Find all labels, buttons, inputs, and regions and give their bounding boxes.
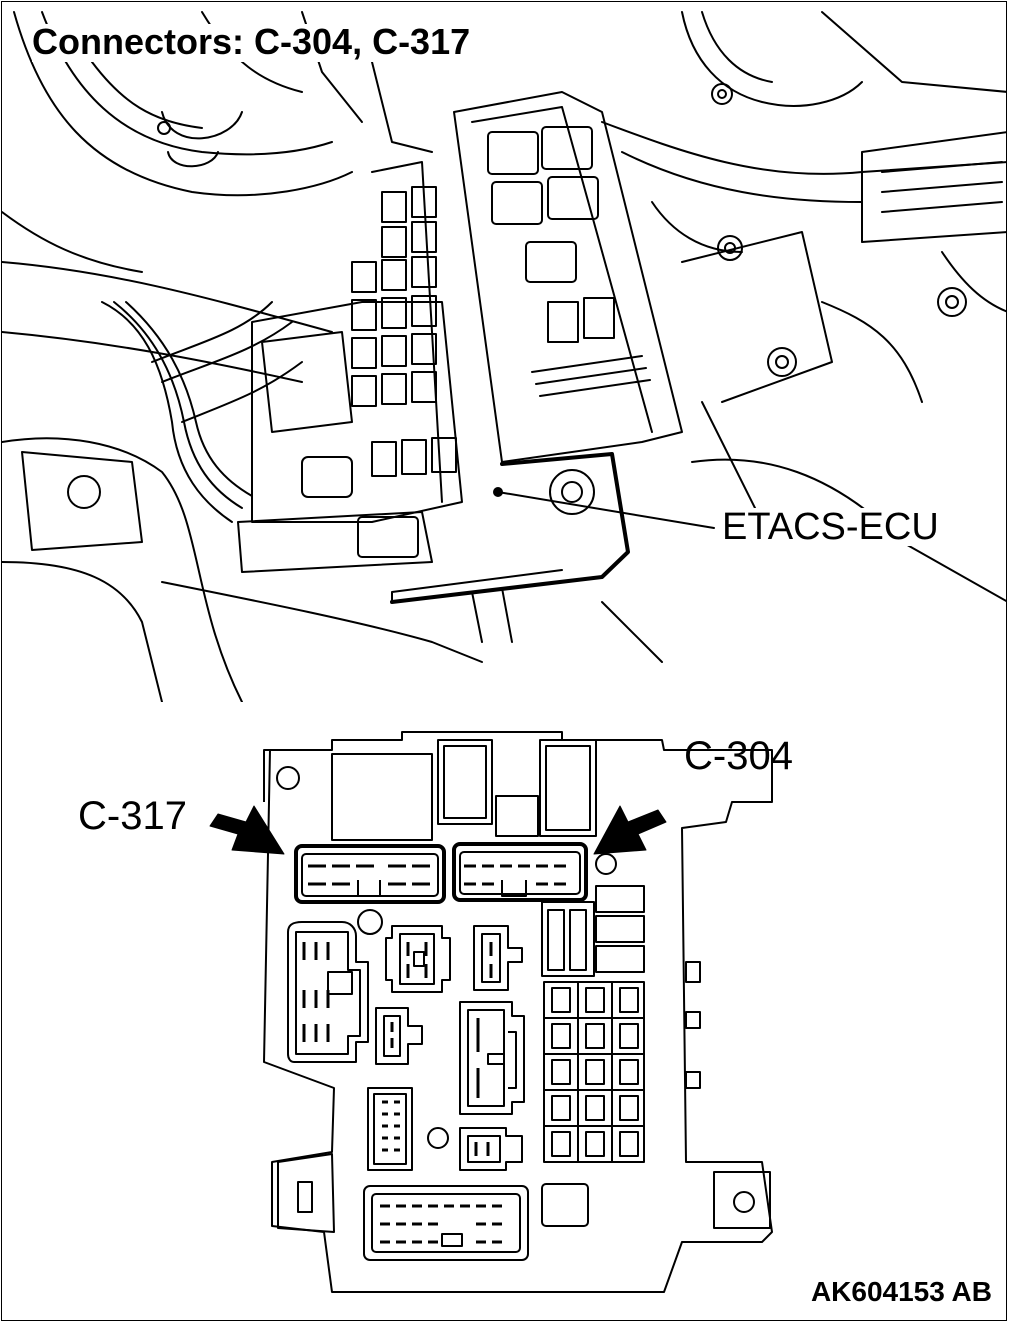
connector-c317-shape — [294, 844, 446, 904]
fuse-grid — [541, 885, 645, 1163]
page-title: Connectors: C-304, C-317 — [32, 24, 475, 62]
figure-code: AK604153 AB — [810, 1276, 992, 1307]
connector-c304-label: C-304 — [684, 734, 793, 778]
arrow-c317 — [209, 805, 285, 855]
connector-c304-shape — [452, 842, 588, 902]
connector-c317-label: C-317 — [78, 794, 187, 838]
ecu-label: ETACS-ECU — [718, 508, 943, 546]
arrow-c304 — [593, 805, 667, 855]
